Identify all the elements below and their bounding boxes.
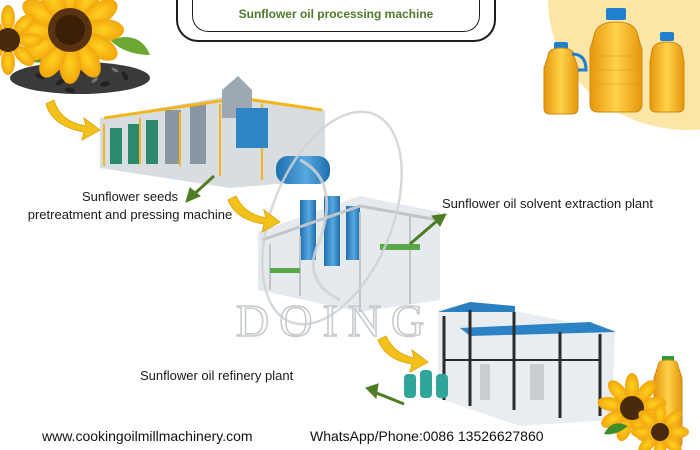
solvent-label: Sunflower oil solvent extraction plant bbox=[442, 196, 654, 211]
pretreatment-machine-image bbox=[100, 76, 330, 188]
pretreatment-label: Sunflower seeds pretreatment and pressin… bbox=[20, 188, 240, 224]
green-arrow-3 bbox=[365, 383, 405, 406]
doing-watermark-logo bbox=[261, 110, 403, 326]
yellow-arrow-2 bbox=[227, 195, 281, 233]
pretreatment-label-line2: pretreatment and pressing machine bbox=[27, 207, 233, 222]
oil-bottle-sunflower-icon bbox=[597, 356, 689, 450]
title-banner: Sunflower oil processing machine bbox=[176, 0, 496, 42]
solvent-extraction-plant-image bbox=[258, 110, 440, 326]
website-text: www.cookingoilmillmachinery.com bbox=[42, 428, 253, 444]
oil-bottles-icon bbox=[543, 8, 685, 115]
pretreatment-label-line1: Sunflower seeds bbox=[81, 189, 179, 204]
watermark-text: DOING bbox=[236, 295, 434, 346]
page-title: Sunflower oil processing machine bbox=[238, 7, 434, 21]
green-arrow-2 bbox=[409, 213, 447, 246]
yellow-arrow-3 bbox=[377, 335, 429, 373]
sunflower-icon bbox=[0, 0, 124, 84]
phone-text: WhatsApp/Phone:0086 13526627860 bbox=[310, 428, 544, 444]
yellow-arrow-1 bbox=[45, 99, 101, 141]
green-arrow-1 bbox=[185, 174, 216, 203]
refinery-label: Sunflower oil refinery plant bbox=[140, 368, 294, 383]
refinery-plant-image bbox=[404, 302, 616, 426]
